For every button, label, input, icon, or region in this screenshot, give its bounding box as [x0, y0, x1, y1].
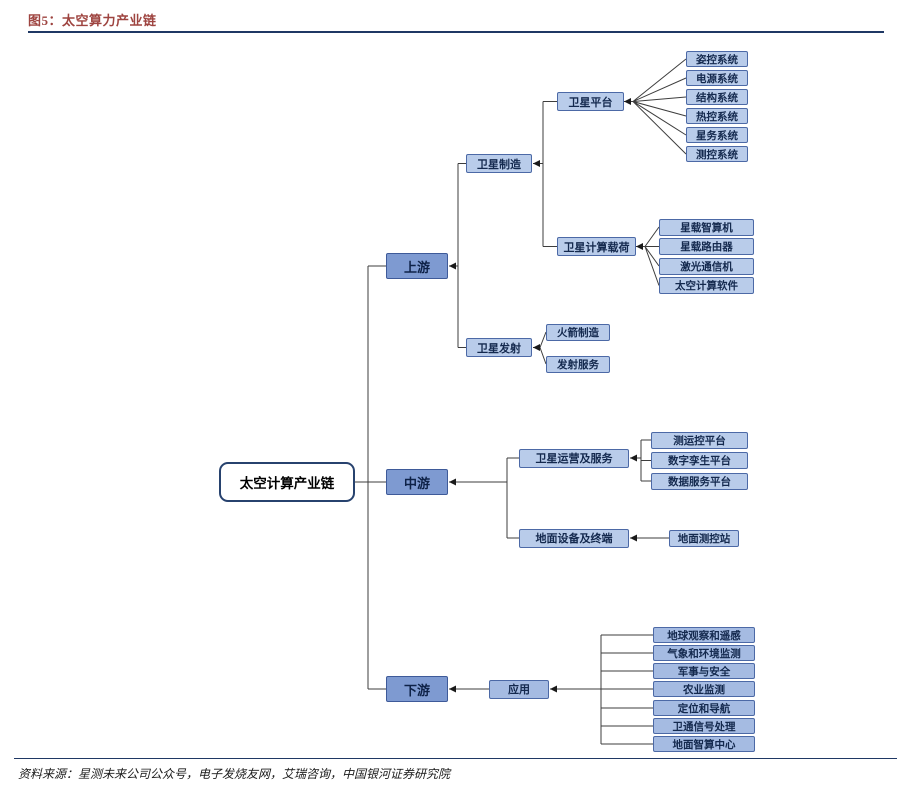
node-space-computing-software: 太空计算软件	[659, 277, 754, 294]
node-rocket-manufacturing: 火箭制造	[546, 323, 610, 341]
node-satellite-manufacturing: 卫星制造	[466, 154, 532, 173]
node-earth-observation-remote-sensing: 地球观察和遥感	[653, 627, 755, 643]
node-satellite-launch: 卫星发射	[466, 338, 532, 357]
node-ground-ai-computing-center: 地面智算中心	[653, 736, 755, 752]
node-satellite-computing-payload: 卫星计算载荷	[557, 237, 636, 256]
node-launch-service: 发射服务	[546, 355, 610, 373]
node-power-system: 电源系统	[686, 70, 748, 86]
node-onboard-router: 星载路由器	[659, 238, 754, 255]
node-attitude-control-system: 姿控系统	[686, 51, 748, 67]
node-digital-twin-platform: 数字孪生平台	[651, 452, 748, 469]
node-satellite-affairs-system: 星务系统	[686, 127, 748, 143]
header-rule	[28, 31, 884, 33]
node-ground-equipment-terminal: 地面设备及终端	[519, 528, 629, 548]
node-weather-environment-monitoring: 气象和环境监测	[653, 645, 755, 661]
node-root: 太空计算产业链	[219, 462, 355, 502]
node-ground-ttc-station: 地面测控站	[669, 529, 739, 547]
node-ttc-system: 测控系统	[686, 146, 748, 162]
node-military-security: 军事与安全	[653, 663, 755, 679]
node-satellite-operation-service: 卫星运营及服务	[519, 448, 629, 468]
tier-downstream: 下游	[386, 676, 448, 702]
node-thermal-control-system: 热控系统	[686, 108, 748, 124]
figure-title: 图5：太空算力产业链	[28, 13, 157, 28]
tier-midstream: 中游	[386, 469, 448, 495]
node-agriculture-monitoring: 农业监测	[653, 681, 755, 697]
node-positioning-navigation: 定位和导航	[653, 700, 755, 716]
footer-rule	[14, 758, 897, 759]
node-data-service-platform: 数据服务平台	[651, 472, 748, 490]
node-structure-system: 结构系统	[686, 89, 748, 105]
tier-upstream: 上游	[386, 253, 448, 279]
node-tracking-control-platform: 测运控平台	[651, 431, 748, 449]
node-application: 应用	[489, 679, 549, 699]
node-satcom-signal-processing: 卫通信号处理	[653, 718, 755, 734]
node-laser-communicator: 激光通信机	[659, 257, 754, 275]
arrowheads	[449, 98, 643, 693]
source-note: 资料来源：星测未来公司公众号，电子发烧友网，艾瑞咨询，中国银河证券研究院	[18, 767, 451, 781]
node-onboard-ai-computer: 星载智算机	[659, 218, 754, 236]
node-satellite-platform: 卫星平台	[557, 92, 624, 111]
